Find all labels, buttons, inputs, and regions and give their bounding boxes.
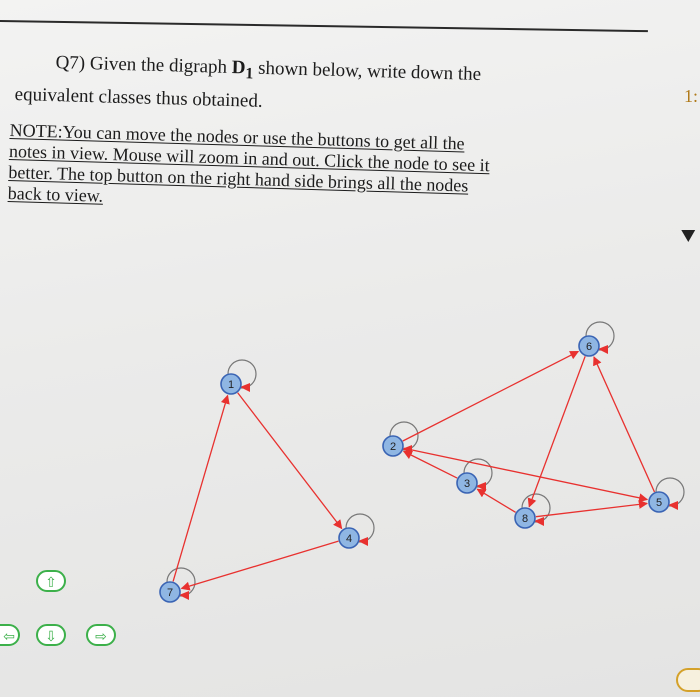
node-label-5: 5 <box>656 497 662 509</box>
node-label-8: 8 <box>522 513 528 525</box>
node-6[interactable]: 6 <box>578 335 600 357</box>
edge-6-to-8 <box>527 356 586 508</box>
node-circle-7[interactable] <box>159 581 181 603</box>
node-label-4: 4 <box>346 533 352 545</box>
self-loop-arrow-4 <box>358 537 368 546</box>
node-layer[interactable]: 1 2 3 4 5 6 7 8 <box>159 335 670 603</box>
node-circle-1[interactable] <box>220 373 242 395</box>
edge-5-to-6 <box>593 356 656 493</box>
self-loop-arrow-6 <box>598 345 608 354</box>
node-4[interactable]: 4 <box>338 527 360 549</box>
edge-layer <box>166 321 685 600</box>
node-circle-5[interactable] <box>648 491 670 513</box>
node-label-6: 6 <box>586 341 592 353</box>
self-loop-arrow-7 <box>179 591 189 600</box>
pan-up-button[interactable]: ⇧ <box>36 570 66 592</box>
node-5[interactable]: 5 <box>648 491 670 513</box>
edge-4-to-7 <box>180 540 339 591</box>
node-circle-8[interactable] <box>514 507 536 529</box>
node-1[interactable]: 1 <box>220 373 242 395</box>
edge-2-to-5 <box>403 447 649 503</box>
self-loop-arrow-1 <box>240 383 250 392</box>
node-label-3: 3 <box>464 478 470 490</box>
edge-2-to-6 <box>402 350 580 442</box>
pan-down-button[interactable]: ⇩ <box>36 624 66 646</box>
node-label-1: 1 <box>228 379 234 391</box>
node-circle-4[interactable] <box>338 527 360 549</box>
self-loop-arrow-5 <box>668 501 678 510</box>
zoom-fit-button[interactable] <box>676 668 700 692</box>
pan-right-button[interactable]: ⇨ <box>86 624 116 646</box>
node-2[interactable]: 2 <box>382 435 404 457</box>
edge-8-to-3 <box>476 488 516 513</box>
node-label-2: 2 <box>390 441 396 453</box>
self-loop-arrow-8 <box>534 517 544 526</box>
edge-7-to-1 <box>172 394 230 582</box>
node-7[interactable]: 7 <box>159 581 181 603</box>
pan-left-button[interactable]: ⇦ <box>0 624 20 646</box>
node-label-7: 7 <box>167 587 173 599</box>
page-number: 1: <box>684 86 699 106</box>
node-8[interactable]: 8 <box>514 507 536 529</box>
node-circle-3[interactable] <box>456 472 478 494</box>
edge-8-to-5 <box>535 499 648 518</box>
edge-3-to-2 <box>402 450 458 479</box>
node-3[interactable]: 3 <box>456 472 478 494</box>
node-circle-6[interactable] <box>578 335 600 357</box>
node-circle-2[interactable] <box>382 435 404 457</box>
edge-1-to-4 <box>237 392 343 530</box>
